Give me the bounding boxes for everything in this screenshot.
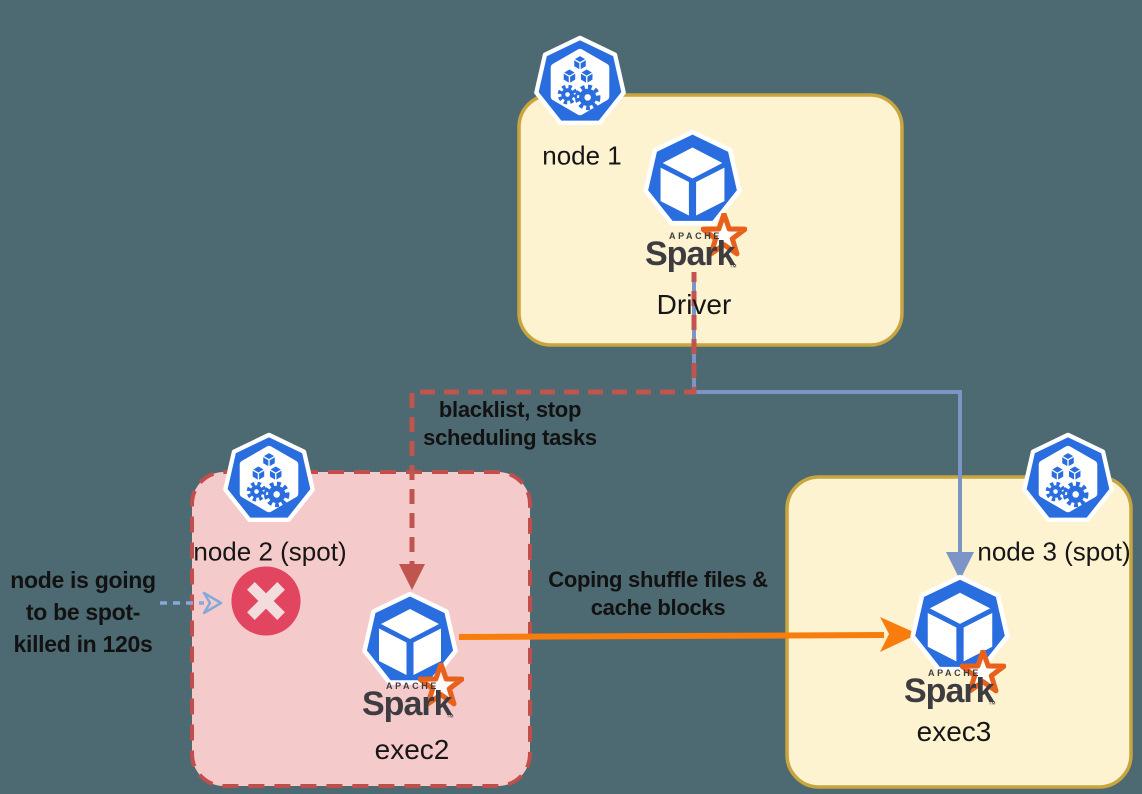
spot-kill-arrowhead: [202, 591, 223, 615]
spark-star-icon: [418, 663, 464, 707]
spot-kill-line-1: node is going: [10, 567, 156, 593]
kubernetes-node1-icon: [532, 35, 628, 131]
driver-to-exec3-arrow: [692, 272, 962, 560]
driver-to-exec3-arrowhead: [946, 552, 974, 580]
kubernetes-node2-icon: [221, 432, 317, 528]
exec2-pod-icon: [360, 591, 460, 691]
spark-logo-driver: APACHE Spark ™: [645, 213, 747, 279]
spark-tm: ™: [446, 713, 454, 722]
spark-tm: ™: [729, 263, 737, 272]
exec3-pod-icon: [908, 574, 1012, 678]
spark-tm: ™: [988, 700, 996, 709]
copy-shuffle-annotation: Coping shuffle files & cache blocks: [548, 566, 768, 622]
spark-star-icon: [960, 650, 1006, 694]
spark-apache-text: APACHE: [669, 231, 722, 241]
copy-shuffle-line-2: cache blocks: [590, 595, 726, 620]
driver-label: Driver: [656, 289, 732, 320]
spark-star-icon: [701, 213, 747, 257]
blacklist-annotation: blacklist, stop scheduling tasks: [423, 396, 597, 452]
exec2-label: exec2: [374, 734, 450, 765]
spark-wordmark: Spark: [362, 685, 452, 723]
node1-label: node 1: [542, 140, 622, 171]
node3-label: node 3 (spot): [977, 536, 1131, 567]
kubernetes-node3-icon: [1020, 432, 1116, 528]
copy-shuffle-arrowhead: [880, 617, 918, 652]
blacklist-arrow: [409, 272, 697, 576]
spark-apache-text: APACHE: [386, 681, 439, 691]
spark-wordmark: Spark: [904, 672, 994, 710]
blacklist-arrowhead: [399, 564, 425, 590]
spot-kill-annotation: node is going to be spot- killed in 120s: [10, 564, 156, 660]
exec3-label: exec3: [916, 716, 992, 747]
node-cubes-glyph: [563, 56, 593, 83]
node2-label: node 2 (spot): [193, 536, 347, 567]
blacklist-line-1: blacklist, stop: [438, 397, 582, 422]
spark-apache-text: APACHE: [928, 668, 981, 678]
spot-kill-line-2: to be spot-: [25, 599, 141, 625]
copy-shuffle-arrow: [458, 632, 885, 640]
blacklist-line-2: scheduling tasks: [423, 425, 597, 450]
spot-kill-line-3: killed in 120s: [13, 631, 153, 657]
driver-pod-icon: [641, 129, 744, 232]
spark-logo-exec2: APACHE Spark ™: [362, 663, 464, 729]
copy-shuffle-line-1: Coping shuffle files &: [548, 567, 768, 592]
spot-killed-error-icon: [230, 565, 302, 637]
spark-wordmark: Spark: [645, 235, 735, 273]
spark-logo-exec3: APACHE Spark ™: [904, 650, 1006, 716]
node2-box: [190, 470, 532, 788]
